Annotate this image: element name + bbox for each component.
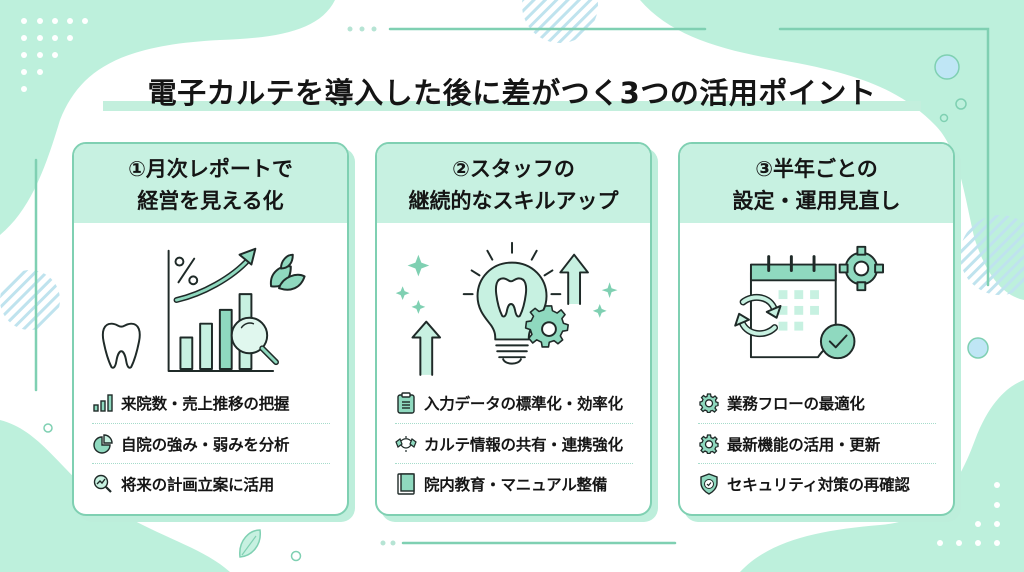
card-list: 業務フローの最適化 最新機能の活用・更新 セキュリティ対策の再確認: [698, 383, 936, 503]
list-item: セキュリティ対策の再確認: [698, 463, 936, 503]
card-header: ①月次レポートで 経営を見える化: [74, 144, 347, 223]
card-title-line2: 設定・運用見直し: [732, 189, 901, 213]
bar-chart-icon: [92, 392, 114, 414]
list-item-label: 入力データの標準化・効率化: [424, 395, 623, 413]
card-header: ③半年ごとの 設定・運用見直し: [680, 144, 953, 223]
gear-icon: [698, 392, 720, 414]
list-item: 自院の強み・弱みを分析: [92, 423, 330, 463]
list-item-label: 将来の計画立案に活用: [121, 475, 275, 494]
list-item-label: 来院数・売上推移の把握: [121, 395, 290, 413]
card-title-line1: ③半年ごとの: [755, 157, 878, 181]
card-list: 入力データの標準化・効率化 カルテ情報の共有・連携強化 院内教育・マニュアル整備: [395, 383, 633, 503]
card-monthly-report: ①月次レポートで 経営を見える化: [72, 142, 355, 522]
gear-icon: [698, 433, 720, 455]
clipboard-icon: [395, 392, 417, 414]
card-header: ②スタッフの 継続的なスキルアップ: [377, 144, 650, 223]
main-title: 電子カルテを導入した後に差がつく3つの活用ポイント: [147, 76, 877, 110]
list-item: 最新機能の活用・更新: [698, 423, 936, 463]
main-title-block: 電子カルテを導入した後に差がつく3つの活用ポイント: [100, 66, 924, 116]
pie-chart-icon: [92, 433, 114, 455]
growth-chart-illustration: [101, 247, 306, 372]
blob-top-right: [640, 0, 1024, 300]
list-item-label: 最新機能の活用・更新: [727, 435, 881, 454]
tooth-icon: [101, 322, 141, 369]
leaf-decoration: [239, 529, 261, 558]
card-staff-skillup: ②スタッフの 継続的なスキルアップ: [375, 142, 658, 522]
list-item-label: カルテ情報の共有・連携強化: [424, 435, 623, 454]
card-title-line1: ①月次レポートで: [128, 157, 293, 181]
card-semiannual-review: ③半年ごとの 設定・運用見直し: [678, 142, 961, 522]
list-item-label: 院内教育・マニュアル整備: [424, 475, 608, 494]
list-item: 院内教育・マニュアル整備: [395, 463, 633, 503]
list-item-label: 業務フローの最適化: [727, 395, 865, 413]
shield-check-icon: [698, 472, 720, 495]
blob-bottom-left: [0, 420, 230, 572]
lightbulb-illustration: [395, 241, 618, 376]
list-item: カルテ情報の共有・連携強化: [395, 423, 633, 463]
list-item: 将来の計画立案に活用: [92, 463, 330, 503]
trend-magnifier-icon: [92, 473, 114, 495]
list-item: 入力データの標準化・効率化: [395, 383, 633, 423]
list-item-label: 自院の強み・弱みを分析: [121, 435, 290, 454]
calendar-illustration: [734, 245, 885, 360]
blob-bottom-right: [740, 380, 1024, 572]
card-title-line1: ②スタッフの: [452, 157, 575, 181]
handshake-icon: [395, 433, 417, 455]
card-title-line2: 継続的なスキルアップ: [408, 189, 619, 213]
list-item-label: セキュリティ対策の再確認: [727, 475, 910, 494]
title-highlight-bar: [103, 101, 921, 111]
list-item: 業務フローの最適化: [698, 383, 936, 423]
card-title-line2: 経営を見える化: [137, 189, 284, 213]
list-item: 来院数・売上推移の把握: [92, 383, 330, 423]
card-list: 来院数・売上推移の把握 自院の強み・弱みを分析 将来の計画立案に活用: [92, 383, 330, 503]
blob-top-left: [0, 0, 335, 235]
book-icon: [395, 472, 417, 495]
